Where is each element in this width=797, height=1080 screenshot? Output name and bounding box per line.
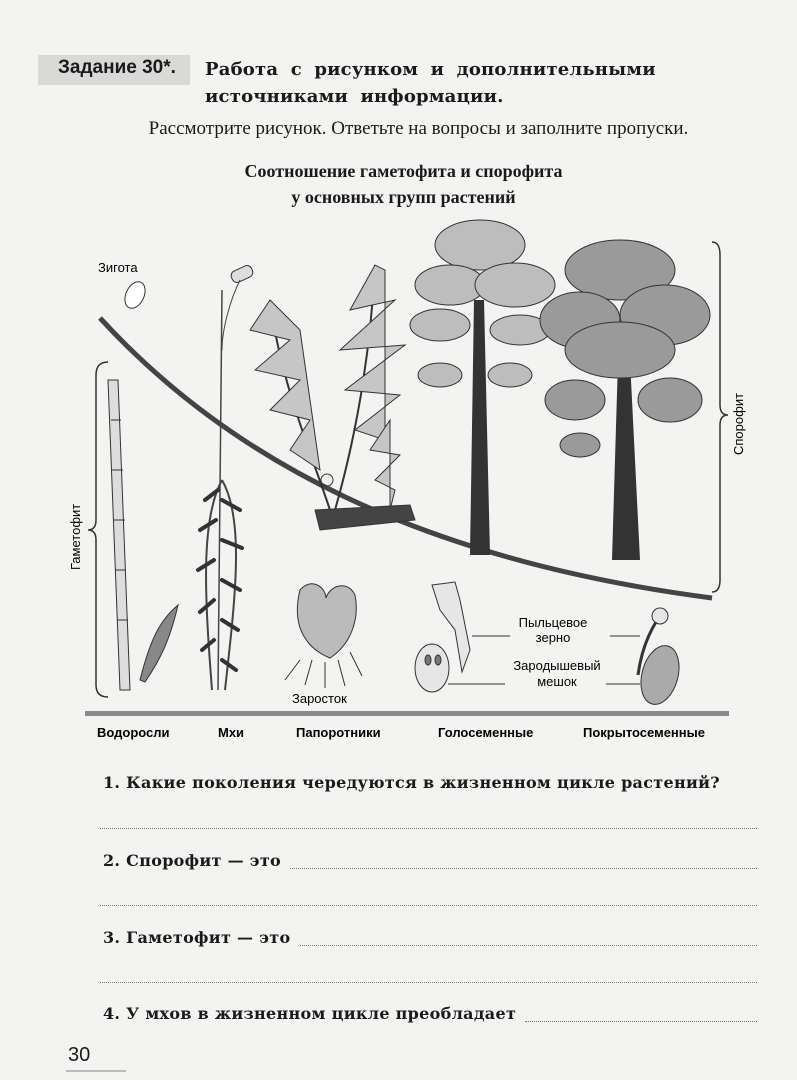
sporophyte-label: Спорофит [731, 393, 746, 455]
zygote-label: Зигота [98, 260, 138, 275]
task-label: Задание 30*. [58, 57, 176, 78]
question-4: 4. У мхов в жизненном цикле преобладает [103, 1004, 517, 1023]
pollen-label-line2: зерно [536, 630, 571, 645]
answer-line-3a[interactable] [300, 945, 757, 946]
answer-line-3b[interactable] [100, 982, 757, 983]
embryo-sac-label-line1: Зародышевый [513, 658, 600, 673]
algae-drawing [107, 379, 179, 691]
figure-title-line1: Соотношение гаметофита и спорофита [244, 161, 563, 181]
prothallus-label: Заросток [292, 691, 347, 706]
deciduous-tree-drawing [539, 239, 711, 560]
callout-lines [448, 635, 640, 685]
plant-groups-illustration: Зигота Гаметофит Спорофит [68, 219, 746, 740]
question-1: 1. Какие поколения чередуются в жизненно… [103, 773, 720, 792]
pine-tree-drawing [409, 219, 556, 555]
group-label-algae: Водоросли [97, 725, 170, 740]
page-number-underline [66, 1070, 126, 1072]
gymnosperm-gametophyte-drawing [414, 581, 471, 693]
answer-line-1[interactable] [100, 828, 757, 829]
answer-line-4[interactable] [525, 1021, 757, 1022]
moss-drawing [196, 265, 254, 691]
ratio-curve [98, 316, 713, 601]
answer-line-2a[interactable] [290, 868, 757, 869]
question-3: 3. Гаметофит — это [103, 928, 291, 947]
zygote-icon [124, 281, 146, 309]
plant-group-labels: Водоросли Мхи Папоротники Голосеменные П… [97, 725, 705, 740]
prothallus-drawing: Заросток [284, 583, 363, 706]
group-label-gymnosperms: Голосеменные [438, 725, 533, 740]
task-badge-background [38, 55, 190, 85]
figure-title-line2: у основных групп растений [291, 187, 516, 207]
figure-title: Соотношение гаметофита и спорофита у осн… [0, 158, 797, 210]
task-instruction: Рассмотрите рисунок. Ответьте на вопросы… [148, 118, 689, 139]
gametophyte-bracket [87, 361, 109, 698]
angiosperm-gametophyte-drawing [636, 607, 680, 705]
pollen-label-line1: Пыльцевое [519, 615, 588, 630]
embryo-sac-label-line2: мешок [537, 674, 577, 689]
sporophyte-bracket [711, 241, 729, 593]
ground-line [85, 711, 729, 716]
fern-drawing [249, 264, 416, 531]
question-2: 2. Спорофит — это [103, 851, 282, 870]
group-label-mosses: Мхи [218, 725, 244, 740]
group-label-ferns: Папоротники [296, 725, 381, 740]
task-title: Работа с рисунком и дополнительными исто… [205, 59, 656, 107]
page-number: 30 [68, 1044, 91, 1066]
group-label-angiosperms: Покрытосеменные [583, 725, 705, 740]
gametophyte-label: Гаметофит [68, 504, 83, 570]
answer-line-2b[interactable] [100, 905, 757, 906]
